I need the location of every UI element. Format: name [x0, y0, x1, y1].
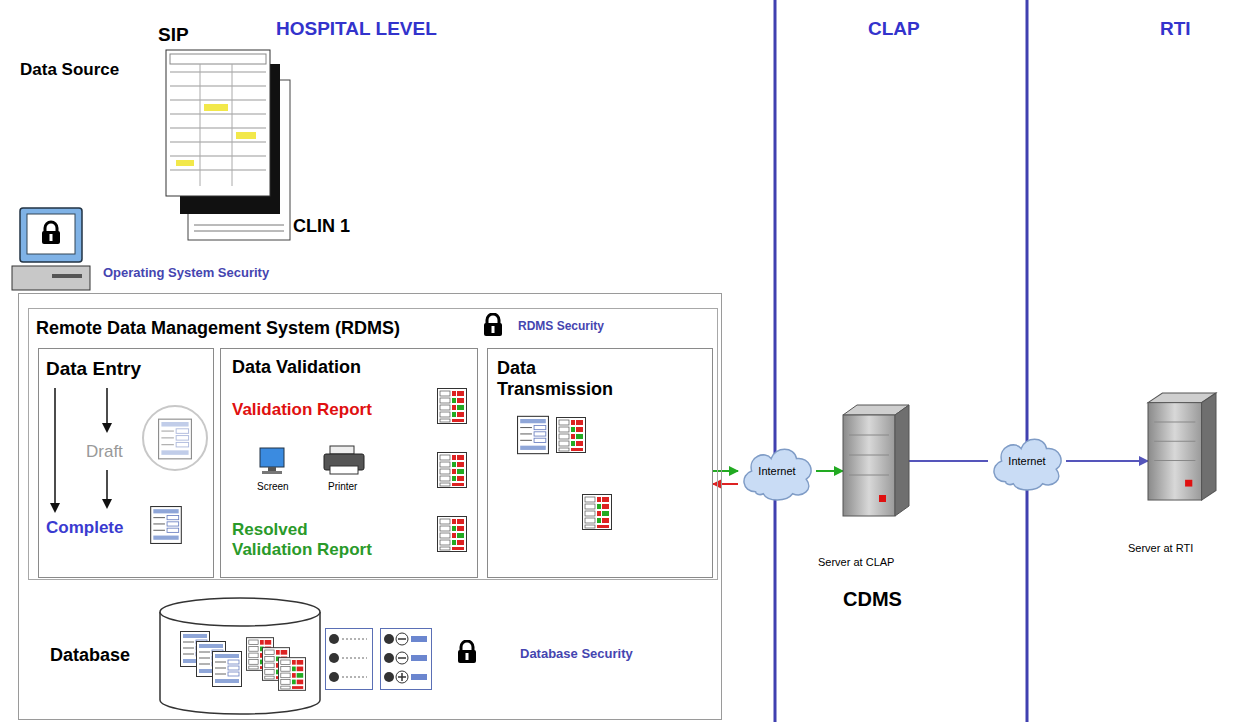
- data-transmission-panel: Data Transmission: [487, 348, 713, 578]
- flow-arrow: [816, 470, 843, 472]
- security-label: Operating System Security: [103, 266, 269, 281]
- server-label: Server at RTI: [1128, 542, 1193, 555]
- state-label: Complete: [46, 518, 123, 538]
- form-name: SIP: [158, 24, 189, 46]
- panel-title: Data Entry: [46, 358, 141, 380]
- column-heading: HOSPITAL LEVEL: [276, 18, 437, 40]
- flow-arrow: [713, 470, 738, 472]
- internet-cloud: Internet: [988, 430, 1066, 492]
- server-label: Server at CLAP: [818, 556, 894, 569]
- column-heading: RTI: [1160, 18, 1191, 40]
- data-validation-panel: Data ValidationValidation ReportResolved…: [220, 348, 478, 578]
- section-label: Database: [50, 645, 130, 666]
- box-title: Remote Data Management System (RDMS): [36, 318, 400, 339]
- clap-server: Server at CLAPCDMS: [843, 405, 909, 517]
- column-divider: [775, 0, 1027, 722]
- device-label: Printer: [328, 481, 357, 493]
- flow-arrow: [1066, 460, 1148, 462]
- source-label: Data Source: [20, 60, 119, 80]
- panel-title: Data Transmission: [497, 358, 627, 399]
- device-label: Screen: [257, 481, 289, 493]
- rdms-box: Data EntryDraftCompleteData ValidationVa…: [28, 308, 718, 580]
- system-name: CDMS: [843, 588, 902, 611]
- form-name: CLIN 1: [293, 216, 350, 237]
- security-label: RDMS Security: [518, 320, 604, 334]
- transmission-icons: [518, 416, 612, 529]
- panel-title: Data Validation: [232, 357, 361, 378]
- cloud-label: Internet: [988, 430, 1066, 492]
- rti-server: Server at RTI: [1148, 393, 1216, 501]
- report-label: Resolved Validation Report: [232, 520, 390, 559]
- lock-icon: [484, 314, 502, 336]
- server-shape: [843, 405, 909, 517]
- internet-cloud: Internet: [738, 440, 816, 502]
- state-label: Draft: [86, 442, 123, 462]
- computer-icon: [12, 208, 90, 290]
- column-heading: CLAP: [868, 18, 920, 40]
- cloud-label: Internet: [738, 440, 816, 502]
- lock-icon: [458, 641, 476, 663]
- user-list-icon: [326, 629, 373, 690]
- flow-arrow: [713, 483, 738, 485]
- permission-icon: [381, 629, 432, 690]
- data-entry-panel: Data EntryDraftComplete: [38, 348, 214, 578]
- security-label: Database Security: [520, 647, 633, 662]
- source-documents: [166, 50, 290, 240]
- server-shape: [1148, 393, 1216, 501]
- flow-arrow: [909, 460, 988, 462]
- database-cylinder: [160, 598, 320, 714]
- report-label: Validation Report: [232, 400, 372, 420]
